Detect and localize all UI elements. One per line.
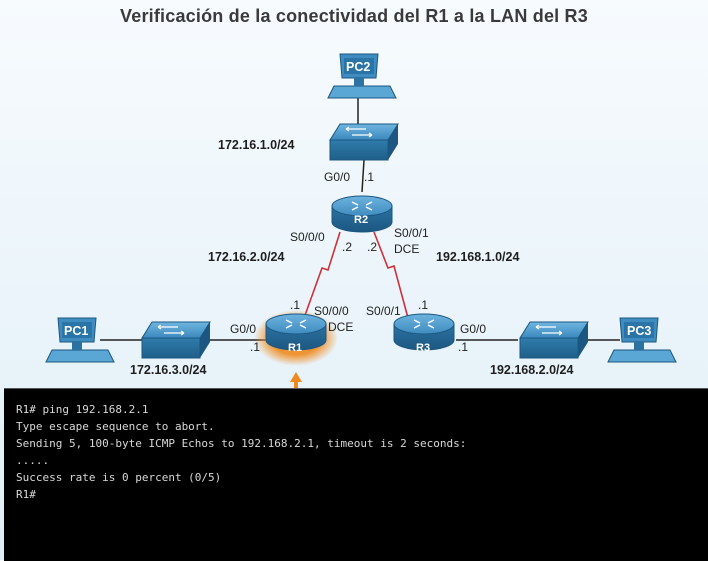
terminal-line: Success rate is 0 percent (0/5) xyxy=(16,471,222,484)
r3-g00-label: G0/0 xyxy=(460,322,487,336)
pc3-label: PC3 xyxy=(627,324,652,338)
r2-s001-ip-label: .2 xyxy=(367,240,378,254)
router-r1-icon xyxy=(254,310,338,366)
r1-s000-ip-label: .1 xyxy=(290,298,301,312)
network-topology xyxy=(45,53,677,390)
terminal-line: Sending 5, 100-byte ICMP Echos to 192.16… xyxy=(16,437,467,450)
r3-label: R3 xyxy=(416,342,431,354)
switch-r2-link xyxy=(361,159,365,193)
terminal-prompt: R1# xyxy=(16,488,36,501)
r2-r1-serial-link xyxy=(303,231,341,319)
pc1-icon xyxy=(45,317,115,363)
r2-s000-ip-label: .2 xyxy=(342,240,353,254)
pc3-icon xyxy=(607,317,677,363)
r2-s001-label: S0/0/1 xyxy=(394,226,429,240)
r2-r3-serial-link xyxy=(373,231,409,319)
terminal-output[interactable]: R1# ping 192.168.2.1 Type escape sequenc… xyxy=(4,388,708,561)
arrow-up-icon xyxy=(290,372,302,390)
r2-dce-label: DCE xyxy=(394,242,420,256)
page-title: Verificación de la conectividad del R1 a… xyxy=(120,6,588,26)
pc1-label: PC1 xyxy=(64,324,89,338)
terminal-line: Type escape sequence to abort. xyxy=(16,420,215,433)
network-label-pc2-lan: 172.16.1.0/24 xyxy=(218,138,295,152)
r1-label: R1 xyxy=(288,342,303,354)
pc2-icon xyxy=(327,53,397,99)
r2-label: R2 xyxy=(354,214,369,226)
terminal-line: R1# ping 192.168.2.1 xyxy=(16,403,149,416)
r1-s000-label: S0/0/0 xyxy=(314,304,349,318)
router-r2-icon xyxy=(331,195,393,233)
network-label-pc3-lan: 192.168.2.0/24 xyxy=(490,363,574,377)
r3-s001-ip-label: .1 xyxy=(418,298,429,312)
terminal-line: ..... xyxy=(16,454,50,467)
r3-s001-label: S0/0/1 xyxy=(366,304,401,318)
r1-g00-label: G0/0 xyxy=(230,322,257,336)
serial-links xyxy=(303,231,409,319)
r1-dce-label: DCE xyxy=(328,320,354,334)
r2-g00-label: G0/0 xyxy=(324,170,351,184)
r2-g00-ip-label: .1 xyxy=(364,170,375,184)
r3-g00-ip-label: .1 xyxy=(458,340,469,354)
r1-g00-ip-label: .1 xyxy=(250,340,261,354)
network-label-pc1-lan: 172.16.3.0/24 xyxy=(130,363,207,377)
switch-icon xyxy=(141,321,211,359)
r2-s000-label: S0/0/0 xyxy=(290,230,325,244)
network-label-r2-r3: 192.168.1.0/24 xyxy=(436,250,520,264)
router-r3-icon xyxy=(393,313,455,351)
network-label-r1-r2: 172.16.2.0/24 xyxy=(208,250,285,264)
switch-icon xyxy=(519,321,589,359)
switch-icon xyxy=(329,123,399,161)
pc2-label: PC2 xyxy=(346,60,371,74)
